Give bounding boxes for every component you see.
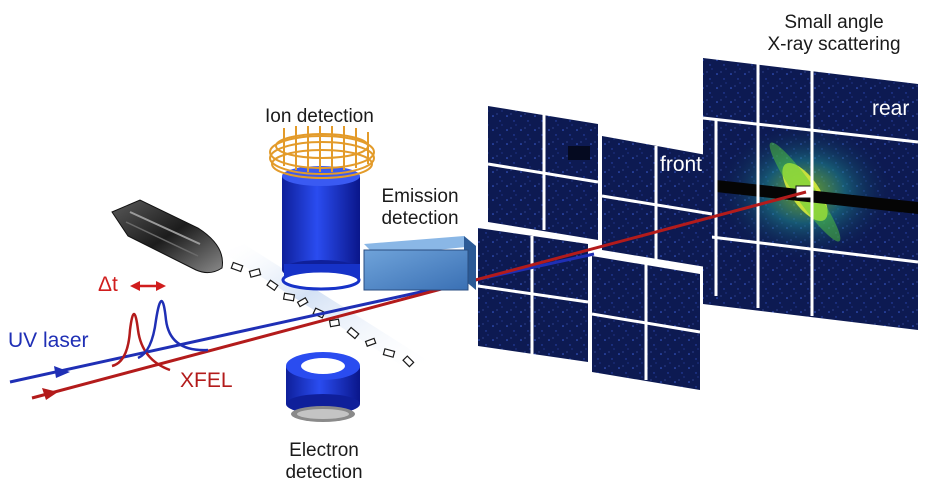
ion-cage-icon [269,126,375,179]
front-detector-panels [477,106,713,390]
cylinder-detector-icon [281,166,361,291]
label-emission-line2: detection [381,208,459,229]
label-small-angle: Small angle X-ray scattering [752,12,916,56]
label-xfel: XFEL [180,369,233,392]
nozzle-icon [111,199,223,274]
label-electron-line2: detection [285,462,363,483]
label-small-angle-line1: Small angle [784,12,884,33]
label-small-angle-line2: X-ray scattering [767,34,901,55]
label-front: front [660,153,703,176]
rear-detector-panel [702,58,919,330]
label-ion-detection: Ion detection [265,106,374,127]
label-emission-detection: Emission detection [370,186,470,230]
label-uv-laser: UV laser [8,329,89,352]
pulse-diagram [111,281,209,372]
label-rear: rear [872,97,910,120]
label-emission-line1: Emission [381,186,459,207]
label-electron-line1: Electron [289,440,359,461]
ring-detector-icon [286,352,360,422]
box-detector-icon [363,236,476,291]
label-electron-detection: Electron detection [272,440,376,484]
xfel-beam [31,190,807,400]
label-delta-t: Δt [98,273,118,296]
